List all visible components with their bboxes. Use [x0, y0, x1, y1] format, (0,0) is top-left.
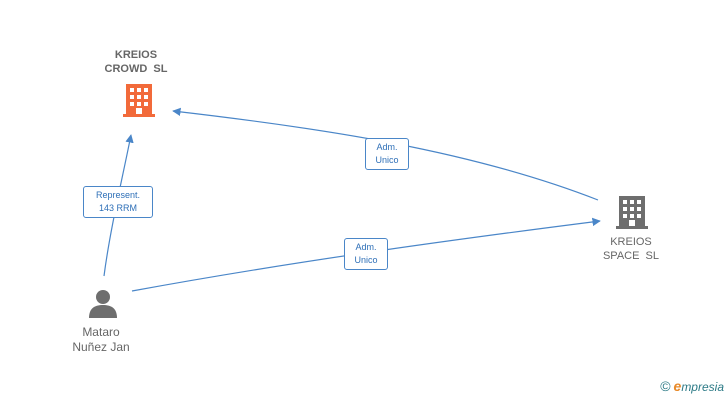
building-icon	[616, 196, 648, 229]
edge-label-line1: Represent.	[95, 190, 141, 200]
edge-label-line2: Unico	[354, 255, 378, 265]
node-kreios-crowd-label[interactable]: KREIOS CROWD SL	[66, 48, 206, 76]
empresia-logo: ©empresia	[660, 378, 724, 394]
edge-label-line1: Adm.	[376, 142, 398, 152]
brand-rest: mpresia	[681, 380, 724, 394]
brand-e: e	[673, 378, 682, 394]
node-person-label[interactable]: Mataro Nuñez Jan	[31, 325, 171, 355]
node-name-line2: SPACE SL	[602, 250, 660, 262]
edge-label-line2: Unico	[375, 155, 399, 165]
edge-label-adm-crowd[interactable]: Adm. Unico	[365, 138, 409, 170]
edge-label-line2: 143 RRM	[98, 203, 137, 213]
node-kreios-space-label[interactable]: KREIOS SPACE SL	[561, 235, 701, 263]
node-name-line1: Mataro	[82, 325, 120, 339]
edge-label-represent[interactable]: Represent. 143 RRM	[83, 186, 153, 218]
person-icon	[89, 290, 117, 318]
node-name-line1: KREIOS	[610, 236, 652, 248]
node-name-line1: KREIOS	[114, 49, 158, 61]
node-name-line2: Nuñez Jan	[72, 340, 130, 354]
node-name-line2: CROWD SL	[104, 63, 168, 75]
copyright-icon: ©	[660, 378, 671, 394]
building-icon	[123, 84, 155, 117]
edge-label-line1: Adm.	[355, 242, 377, 252]
edge-label-adm-space[interactable]: Adm. Unico	[344, 238, 388, 270]
